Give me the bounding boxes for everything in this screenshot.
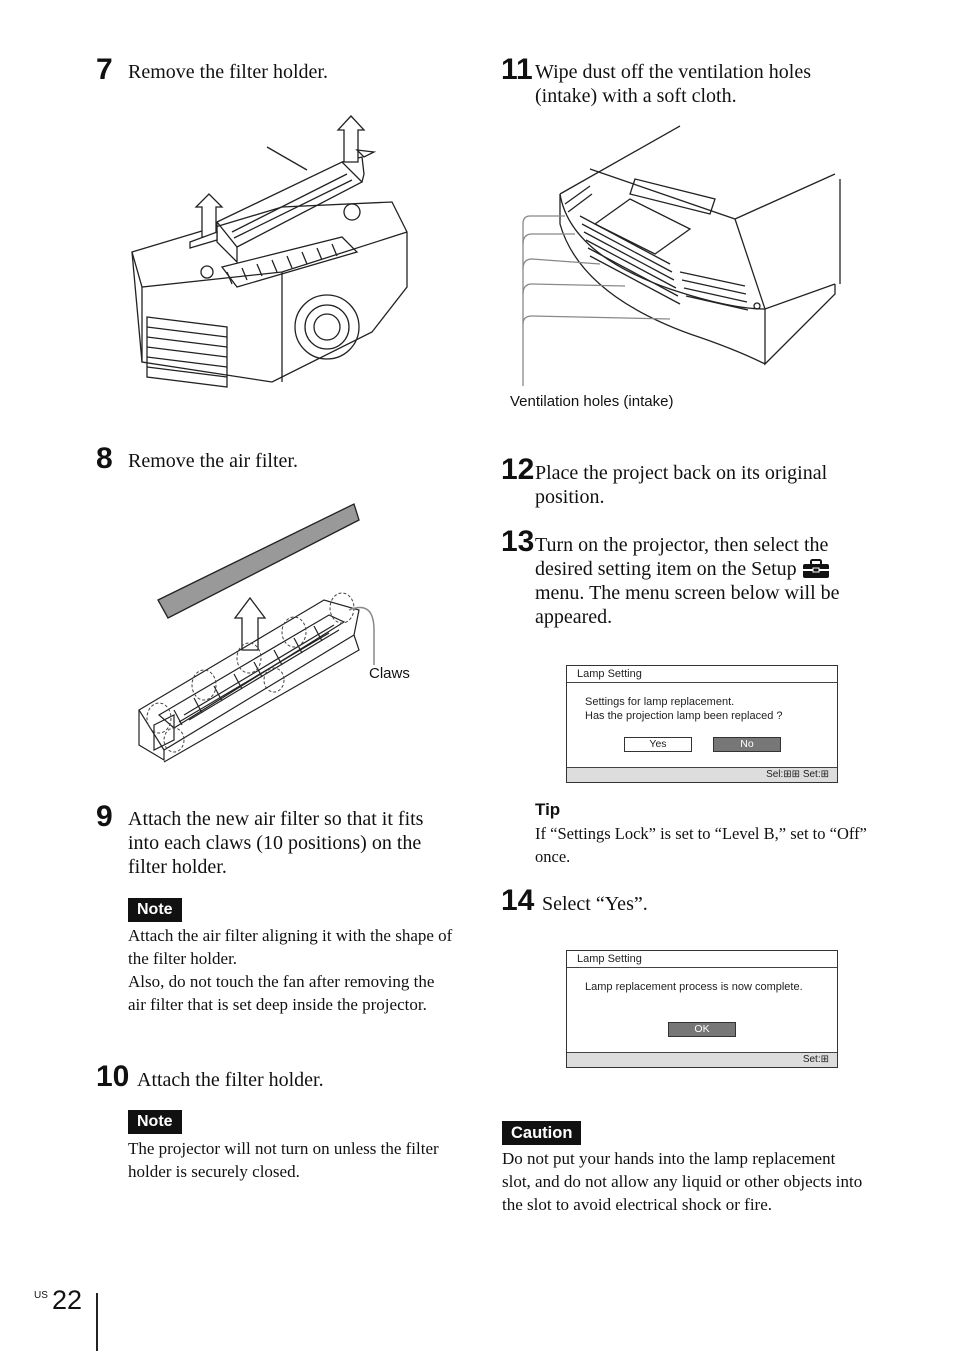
step-13-text-b: menu. The menu screen below will be appe… (535, 582, 840, 628)
no-button[interactable]: No (713, 737, 781, 752)
step-8-number: 8 (96, 442, 113, 475)
step-13-text-a: Turn on the projector, then select the d… (535, 534, 829, 580)
step-13-text: Turn on the projector, then select the d… (535, 533, 870, 629)
step-8-text: Remove the air filter. (128, 450, 298, 472)
caution-text: Do not put your hands into the lamp repl… (502, 1149, 863, 1214)
step-11-number: 11 (501, 53, 533, 86)
tip-label: Tip (535, 800, 561, 819)
note-1-line-b: Also, do not touch the fan after removin… (128, 972, 435, 1014)
step-13-number: 13 (501, 525, 535, 558)
note-2-text: The projector will not turn on unless th… (128, 1139, 439, 1181)
step-9-number: 9 (96, 800, 113, 833)
dialog-footer: Sel:⊞⊞ Set:⊞ (567, 767, 837, 782)
dialog-2-footer: Set:⊞ (567, 1052, 837, 1067)
region-code: US (34, 1290, 48, 1301)
step-7-number: 7 (96, 53, 113, 86)
note-1-text: Attach the air filter aligning it with t… (128, 924, 453, 1016)
ok-button[interactable]: OK (668, 1022, 736, 1037)
claws-caption: Claws (369, 665, 410, 682)
ventilation-holes-caption: Ventilation holes (intake) (510, 393, 674, 410)
page-number: 22 (52, 1285, 83, 1315)
lamp-complete-dialog: Lamp Setting Lamp replacement process is… (566, 950, 838, 1068)
toolbox-icon (802, 559, 830, 579)
caution-badge: Caution (502, 1121, 582, 1145)
ventilation-holes-illustration (522, 125, 841, 386)
step-12-text: Place the project back on its original p… (535, 462, 828, 508)
air-filter-removal-illustration (138, 503, 375, 763)
dialog-2-title: Lamp Setting (567, 951, 837, 968)
step-12-number: 12 (501, 453, 535, 486)
step-11-text: Wipe dust off the ventilation holes (int… (535, 61, 811, 107)
footer-divider (96, 1293, 98, 1351)
step-7-text: Remove the filter holder. (128, 61, 328, 83)
dialog-line-1: Settings for lamp replacement. (585, 696, 735, 708)
filter-holder-removal-illustration (131, 115, 408, 388)
dialog-2-line-1: Lamp replacement process is now complete… (585, 981, 803, 993)
lamp-setting-dialog: Lamp Setting Settings for lamp replaceme… (566, 665, 838, 783)
step-9-text: Attach the new air filter so that it fit… (128, 808, 424, 878)
yes-button[interactable]: Yes (624, 737, 692, 752)
step-14-text: Select “Yes”. (542, 893, 648, 915)
dialog-line-2: Has the projection lamp been replaced ? (585, 710, 783, 722)
note-badge-2: Note (128, 1110, 182, 1134)
dialog-title: Lamp Setting (567, 666, 837, 683)
step-10-text: Attach the filter holder. (137, 1069, 324, 1091)
note-badge-1: Note (128, 898, 182, 922)
step-14-number: 14 (501, 884, 535, 917)
tip-text: If “Settings Lock” is set to “Level B,” … (535, 824, 867, 866)
note-1-line-a: Attach the air filter aligning it with t… (128, 926, 453, 968)
step-10-number: 10 (96, 1060, 130, 1093)
